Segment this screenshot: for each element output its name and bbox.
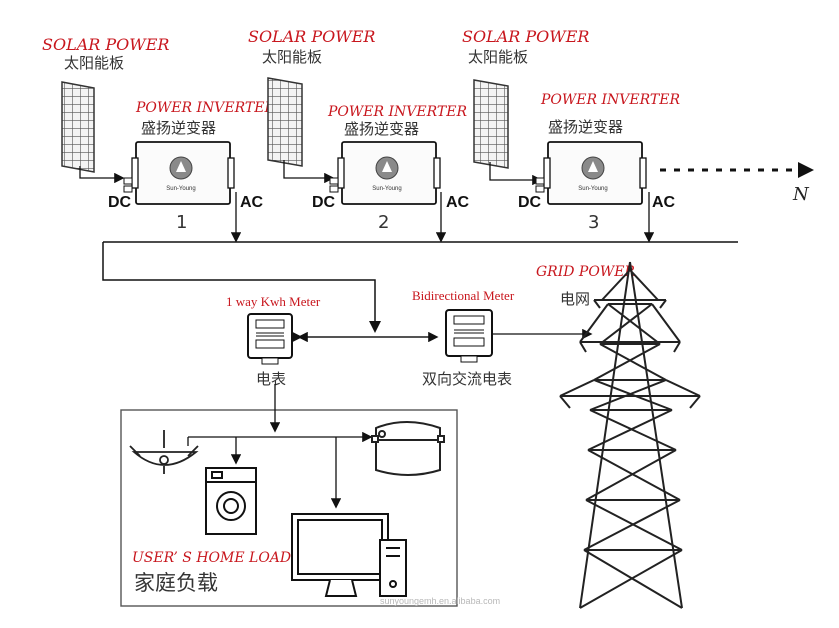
chandelier-icon xyxy=(129,430,199,474)
meter-bidirectional-icon xyxy=(445,309,493,363)
inverter-1-label: POWER INVERTER xyxy=(135,100,275,116)
solar-unit-3: SOLAR POWER 太阳能板 POWER INVERTER 盛扬逆变器 Su… xyxy=(462,27,680,243)
solar-panel-2-icon xyxy=(267,77,303,167)
solar-panel-1-label-cn: 太阳能板 xyxy=(64,54,124,72)
grid-label-cn: 电网 xyxy=(560,290,590,308)
inverter-2-icon: Sun-Young xyxy=(329,141,441,205)
inverter-2-label: POWER INVERTER xyxy=(327,104,467,120)
inverter-3-dc: DC xyxy=(518,194,542,211)
watermark: sunyoungemh.en.alibaba.com xyxy=(380,596,500,606)
solar-panel-3-icon xyxy=(473,79,509,169)
inverter-2-label-cn: 盛扬逆变器 xyxy=(344,120,419,138)
inverter-3-ac: AC xyxy=(652,194,676,211)
solar-panel-1-label: SOLAR POWER xyxy=(42,35,169,54)
ac-bus xyxy=(102,241,738,333)
meter-1way-icon xyxy=(247,313,293,365)
inverter-1-brand: Sun-Young xyxy=(166,186,195,192)
inverter-3-label: POWER INVERTER xyxy=(540,92,680,108)
continuation-label: N xyxy=(792,184,810,205)
inverter-2-dc: DC xyxy=(312,194,336,211)
inverter-1-icon: Sun-Young xyxy=(123,141,235,205)
continuation-arrow xyxy=(660,162,814,178)
solar-panel-2-label-cn: 太阳能板 xyxy=(262,48,322,66)
solar-unit-2: SOLAR POWER 太阳能板 POWER INVERTER 盛扬逆变器 Su… xyxy=(248,27,470,243)
inverter-3-label-cn: 盛扬逆变器 xyxy=(548,118,623,136)
meter-bidirectional-label-cn: 双向交流电表 xyxy=(422,370,512,388)
solar-panel-3-label-cn: 太阳能板 xyxy=(468,48,528,66)
inverter-1-label-cn: 盛扬逆变器 xyxy=(141,119,216,137)
home-label: USER’ S HOME LOAD xyxy=(132,550,291,566)
inverter-2-brand: Sun-Young xyxy=(372,186,401,192)
inverter-1-number: 1 xyxy=(176,212,187,233)
inverter-2-number: 2 xyxy=(378,212,389,233)
transmission-tower-icon xyxy=(559,261,701,609)
meter-1way-label-cn: 电表 xyxy=(256,370,286,388)
inverter-2-ac: AC xyxy=(446,194,470,211)
meter-bidirectional-label: Bidirectional Meter xyxy=(412,288,515,303)
solar-panel-1-icon xyxy=(61,81,95,173)
meter-1way-label: 1 way Kwh Meter xyxy=(226,294,321,309)
inverter-3-number: 3 xyxy=(588,212,599,233)
inverter-1-ac: AC xyxy=(240,194,264,211)
washing-machine-icon xyxy=(205,467,257,535)
home-label-cn: 家庭负载 xyxy=(134,571,218,595)
inverter-3-brand: Sun-Young xyxy=(578,186,607,192)
solar-panel-3-label: SOLAR POWER xyxy=(462,27,589,46)
grid-label: GRID POWER xyxy=(536,264,635,280)
rice-cooker-icon xyxy=(371,421,445,476)
inverter-3-icon: Sun-Young xyxy=(535,141,647,205)
inverter-1-dc: DC xyxy=(108,194,132,211)
solar-unit-1: SOLAR POWER 太阳能板 POWER INVERTER 盛扬逆变器 Su… xyxy=(42,35,275,243)
computer-icon xyxy=(291,513,407,597)
solar-panel-2-label: SOLAR POWER xyxy=(248,27,375,46)
